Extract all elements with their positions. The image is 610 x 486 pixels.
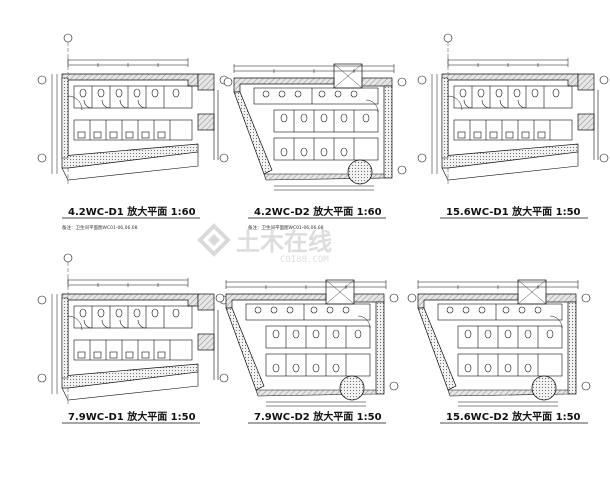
watermark-site: COI88.COM — [280, 255, 329, 265]
plan-title-2: 4.2WC-D2 放大平面 1:60 — [254, 205, 382, 218]
plan-title-5: 7.9WC-D2 放大平面 1:50 — [254, 410, 382, 423]
plan-4-2wc-d1 — [37, 33, 229, 187]
plan-title-4: 7.9WC-D1 放大平面 1:50 — [68, 410, 196, 423]
watermark-brand: 土木在线 — [236, 228, 332, 256]
title-group-row1: 4.2WC-D1 放大平面 1:60 备注：卫生间平面图WC01-06,06,0… — [62, 205, 588, 231]
plan-note-1: 备注：卫生间平面图WC01-06,06,08 — [62, 224, 138, 231]
plan-title-6: 15.6WC-D2 放大平面 1:50 — [446, 410, 581, 423]
watermark: 土木在线 COI88.COM — [197, 223, 332, 265]
plan-7-9wc-d1 — [37, 253, 229, 407]
plan-15-6wc-d2 — [407, 279, 591, 407]
plan-4-2wc-d2 — [223, 63, 407, 191]
plan-title-1: 4.2WC-D1 放大平面 1:60 — [68, 205, 196, 218]
plan-note-2: 备注：卫生间平面图WC01-06,06,08 — [248, 224, 324, 231]
title-group-row2: 7.9WC-D1 放大平面 1:50 7.9WC-D2 放大平面 1:50 15… — [62, 410, 588, 424]
watermark-logo-icon — [197, 223, 231, 257]
plan-title-3: 15.6WC-D1 放大平面 1:50 — [446, 205, 581, 218]
plan-7-9wc-d2 — [215, 279, 399, 407]
plan-15-6wc-d1 — [417, 33, 609, 187]
